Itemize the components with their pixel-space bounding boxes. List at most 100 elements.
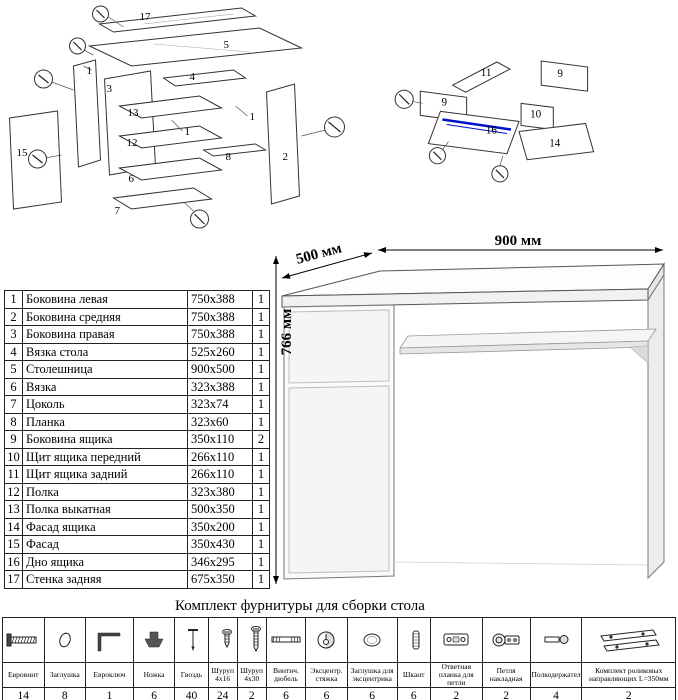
part-qty: 1 [252, 552, 270, 571]
part-name: Цоколь [22, 395, 188, 414]
dowel-screw-icon [271, 636, 301, 643]
roller-guide-highlight [442, 118, 512, 135]
part-callout: 1 [87, 65, 93, 77]
part-number: 16 [4, 552, 23, 571]
part-callout: 9 [441, 96, 447, 108]
hardware-label: Заглушка для эксцентрика [346, 662, 398, 688]
hardware-qty: 8 [43, 687, 87, 700]
shelf-support-icon [544, 635, 569, 644]
part-number: 13 [4, 500, 23, 519]
hinge-icon [492, 633, 520, 647]
part-name: Вязка стола [22, 342, 188, 361]
wood-dowel-icon [412, 630, 420, 650]
hinge-plate-icon [443, 633, 469, 646]
desk-panels [8, 7, 304, 210]
cam-plug-icon [363, 633, 381, 647]
part-size: 346x295 [187, 552, 253, 571]
hardware-table: Евровинт Заглушка Евроключ Ножка Гвоздь … [2, 617, 676, 700]
part-callout: 8 [226, 151, 232, 163]
part-number: 15 [4, 535, 23, 554]
part-number: 3 [4, 325, 23, 344]
hardware-icons-row [2, 617, 676, 663]
part-callout: 16 [486, 125, 498, 137]
part-size: 350x430 [187, 535, 253, 554]
part-qty: 1 [252, 447, 270, 466]
part-callout: 9 [557, 68, 563, 80]
part-qty: 1 [252, 412, 270, 431]
hardware-label: Шкант [396, 662, 431, 688]
hardware-label: Ножка [132, 662, 176, 688]
part-name: Полка [22, 482, 188, 501]
leader-lines [45, 16, 326, 212]
hexkey-icon [98, 632, 121, 652]
part-size: 323x388 [187, 377, 253, 396]
part-size: 750x388 [187, 290, 253, 309]
part-name: Планка [22, 412, 188, 431]
part-size: 500x350 [187, 500, 253, 519]
hardware-label: Евроключ [85, 662, 134, 688]
part-size: 323x60 [187, 412, 253, 431]
part-size: 750x388 [187, 307, 253, 326]
part-number: 6 [4, 377, 23, 396]
part-number: 5 [4, 360, 23, 379]
part-name: Дно ящика [22, 552, 188, 571]
hardware-label: Эксцентр. стяжка [305, 662, 348, 688]
part-name: Боковина ящика [22, 430, 188, 449]
part-number: 4 [4, 342, 23, 361]
hardware-qty: 6 [396, 687, 431, 700]
part-callout: 7 [115, 205, 121, 217]
part-name: Вязка [22, 377, 188, 396]
hardware-qty: 2 [581, 687, 676, 700]
cam-lock-icon [317, 631, 335, 649]
hardware-quantities-row: 14 8 1 6 40 24 2 6 6 6 6 2 2 4 2 [2, 687, 676, 700]
screw-long-icon [250, 626, 261, 653]
screw-short-icon [221, 629, 232, 649]
hardware-kit-title: Комплект фурнитуры для сборки стола [175, 598, 425, 614]
part-name: Боковина правая [22, 325, 188, 344]
part-qty: 1 [252, 360, 270, 379]
part-callout: 11 [481, 67, 492, 79]
part-number: 9 [4, 430, 23, 449]
part-qty: 1 [252, 570, 270, 589]
part-callouts: 11 9 9 10 16 14 [441, 67, 563, 150]
hardware-qty: 4 [529, 687, 583, 700]
hardware-qty: 2 [481, 687, 531, 700]
part-number: 17 [4, 570, 23, 589]
part-qty: 1 [252, 307, 270, 326]
leg-icon [144, 631, 164, 648]
hardware-qty: 6 [265, 687, 307, 700]
dimension-annotations: 900 мм 500 мм 766 мм [273, 233, 663, 584]
part-name: Полка выкатная [22, 500, 188, 519]
part-callout: 13 [128, 107, 140, 119]
hardware-qty: 6 [346, 687, 398, 700]
nail-icon [188, 629, 199, 651]
hardware-label: Шуруп 4x30 [236, 662, 267, 688]
part-number: 10 [4, 447, 23, 466]
hardware-label: Гвоздь [174, 662, 209, 688]
hardware-qty: 2 [236, 687, 267, 700]
hardware-qty: 1 [85, 687, 134, 700]
part-size: 323x74 [187, 395, 253, 414]
part-size: 266x110 [187, 447, 253, 466]
dimension-depth-label: 500 мм [294, 240, 343, 268]
hardware-label: Винтич. дюбель [265, 662, 307, 688]
part-number: 7 [4, 395, 23, 414]
hardware-label: Петля накладная [481, 662, 531, 688]
part-callout: 1 [250, 111, 256, 123]
assembled-desk-drawing: 900 мм 500 мм 766 мм [273, 233, 665, 584]
part-name: Щит ящика задний [22, 465, 188, 484]
part-size: 350x200 [187, 517, 253, 536]
part-name: Боковина левая [22, 290, 188, 309]
part-callout: 1 [185, 126, 191, 138]
hardware-labels-row: Евровинт Заглушка Евроключ Ножка Гвоздь … [2, 662, 676, 688]
